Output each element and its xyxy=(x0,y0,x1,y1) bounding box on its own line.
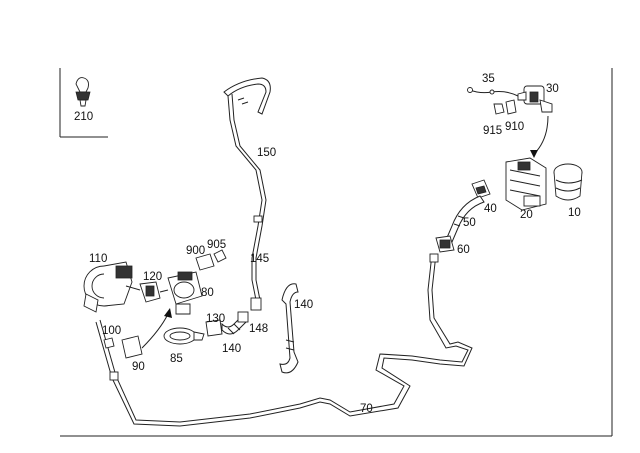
label-905: 905 xyxy=(207,239,226,251)
label-900: 900 xyxy=(186,245,205,257)
label-70: 70 xyxy=(360,403,373,415)
label-10: 10 xyxy=(568,207,581,219)
arrow-90-icon xyxy=(141,313,169,349)
clamp-148-icon xyxy=(237,311,249,323)
valve-80-icon xyxy=(159,271,203,315)
line-70-icon xyxy=(95,253,473,427)
label-35: 35 xyxy=(482,73,495,85)
part-labels: 210 35 30 915 910 150 40 20 10 50 60 900… xyxy=(74,73,581,415)
label-910: 910 xyxy=(505,121,524,133)
label-90: 90 xyxy=(132,361,145,373)
label-40: 40 xyxy=(484,203,497,215)
pump-110-icon xyxy=(83,261,133,313)
diagram-frame xyxy=(59,68,613,437)
label-30: 30 xyxy=(546,83,559,95)
arrowhead-30-icon xyxy=(530,150,538,158)
label-130: 130 xyxy=(206,313,225,325)
label-100: 100 xyxy=(102,325,121,337)
arrow-30-icon xyxy=(533,115,549,155)
clip-210-icon xyxy=(75,77,91,107)
label-145: 145 xyxy=(250,253,269,265)
nut-915-icon xyxy=(493,103,505,115)
valve-30-icon xyxy=(517,85,553,113)
label-20: 20 xyxy=(520,209,533,221)
connector-905-icon xyxy=(213,249,227,263)
connector-60-icon xyxy=(435,235,455,253)
bolt-910-icon xyxy=(505,99,517,115)
fitting-130-icon xyxy=(205,319,223,337)
canister-10-icon xyxy=(553,163,583,201)
bracket-100-icon xyxy=(103,335,143,359)
connector-40-icon xyxy=(471,179,491,199)
label-140-upper: 140 xyxy=(294,299,313,311)
label-85: 85 xyxy=(170,353,183,365)
label-150: 150 xyxy=(257,147,276,159)
sensor-35-icon xyxy=(467,87,519,97)
label-148: 148 xyxy=(249,323,268,335)
label-915: 915 xyxy=(483,125,502,137)
label-210: 210 xyxy=(74,111,93,123)
label-110: 110 xyxy=(89,253,107,265)
arrowhead-90-icon xyxy=(164,308,172,318)
label-50: 50 xyxy=(463,217,476,229)
label-120: 120 xyxy=(143,271,162,283)
label-60: 60 xyxy=(457,244,470,256)
label-140-lower: 140 xyxy=(222,343,241,355)
hose-140-upper-icon xyxy=(279,283,299,374)
canister-20-icon xyxy=(505,157,547,211)
hose-150-icon xyxy=(223,77,271,311)
label-80: 80 xyxy=(201,287,214,299)
fitting-120-icon xyxy=(125,281,161,303)
connector-900-icon xyxy=(195,253,215,271)
clamp-85-icon xyxy=(163,327,205,345)
